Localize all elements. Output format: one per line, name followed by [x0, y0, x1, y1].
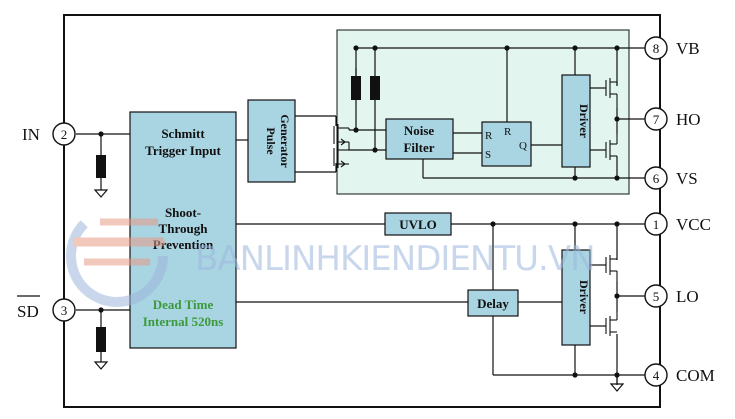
rs-latch-r2: R [504, 126, 512, 138]
in-pulldown-resistor [96, 155, 106, 178]
pin-sd-number: 3 [61, 303, 68, 318]
pin-vb-number: 8 [653, 41, 660, 56]
delay-block [467, 289, 519, 317]
pin-vcc-label: VCC [676, 215, 711, 234]
high-side-driver-label: Driver [577, 104, 591, 139]
levelshift-resistor-1 [351, 76, 361, 100]
pin-vb-circle [644, 36, 668, 60]
rs-latch-r1: R [485, 130, 493, 142]
pin-lo: 5 LO [644, 284, 699, 308]
junction-dots [98, 45, 620, 378]
shoot-through-label-3: Prevention [153, 237, 214, 252]
noise-filter-label-1: Noise [404, 123, 435, 138]
shoot-through-label-2: Through [159, 221, 209, 236]
resistors [96, 76, 380, 352]
pin-in: 2 IN [22, 122, 76, 146]
output-transistors [605, 78, 618, 336]
pin-sd-circle [52, 298, 76, 322]
rs-latch-block [481, 121, 532, 167]
low-side-driver-block [561, 249, 591, 346]
low-side-driver-label: Driver [577, 280, 591, 315]
high-side-driver-block [561, 74, 591, 168]
schmitt-label-1: Schmitt [161, 126, 205, 141]
pin-vs-label: VS [676, 169, 698, 188]
schmitt-trigger-block [129, 111, 237, 349]
pin-ho-circle [644, 107, 668, 131]
pulse-generator-label-2: Generator [278, 114, 292, 168]
pin-lo-number: 5 [653, 289, 660, 304]
pin-lo-label: LO [676, 287, 699, 306]
pin-sd-label: SD [17, 302, 39, 321]
pin-com: 4 COM [644, 363, 715, 387]
pin-com-label: COM [676, 366, 715, 385]
uvlo-block [384, 212, 452, 236]
pin-vb-label: VB [676, 39, 700, 58]
pulse-generator-label-1: Pulse [264, 127, 278, 155]
pin-vcc: 1 VCC [644, 212, 711, 236]
pin-lo-circle [644, 284, 668, 308]
level-shifter-transistors [333, 124, 350, 168]
levelshift-resistor-2 [370, 76, 380, 100]
dead-time-label-2: Internal 520ns [143, 314, 224, 329]
wiring [76, 47, 645, 385]
pin-vcc-circle [644, 212, 668, 236]
pin-com-number: 4 [653, 368, 660, 383]
shoot-through-label-1: Shoot- [165, 205, 201, 220]
sd-pulldown-resistor [96, 327, 106, 352]
noise-filter-block [385, 118, 454, 160]
pin-vb: 8 VB [644, 36, 700, 60]
watermark: BANLINHKIENDIENTU.VN [66, 205, 596, 307]
uvlo-label: UVLO [399, 217, 437, 232]
pin-in-circle [52, 122, 76, 146]
pin-in-number: 2 [61, 127, 68, 142]
pin-vcc-number: 1 [653, 217, 660, 232]
pin-vs-circle [644, 166, 668, 190]
noise-filter-label-2: Filter [403, 140, 434, 155]
pin-vs: 6 VS [644, 166, 698, 190]
pulse-generator-block [247, 99, 296, 183]
pin-ho-number: 7 [653, 112, 660, 127]
schmitt-label-2: Trigger Input [145, 143, 221, 158]
pin-sd: 3 SD [17, 295, 76, 322]
delay-label: Delay [477, 296, 509, 311]
pin-com-circle [644, 363, 668, 387]
pin-ho-label: HO [676, 110, 701, 129]
ground-symbols [93, 189, 625, 392]
rs-latch-q: Q [519, 140, 527, 152]
watermark-logo-icon [66, 205, 168, 307]
pin-in-label: IN [22, 125, 40, 144]
rs-latch-s: S [485, 149, 491, 161]
pin-ho: 7 HO [644, 107, 701, 131]
pin-vs-number: 6 [653, 171, 660, 186]
dead-time-label-1: Dead Time [153, 297, 214, 312]
watermark-text: BANLINHKIENDIENTU.VN [195, 239, 595, 279]
